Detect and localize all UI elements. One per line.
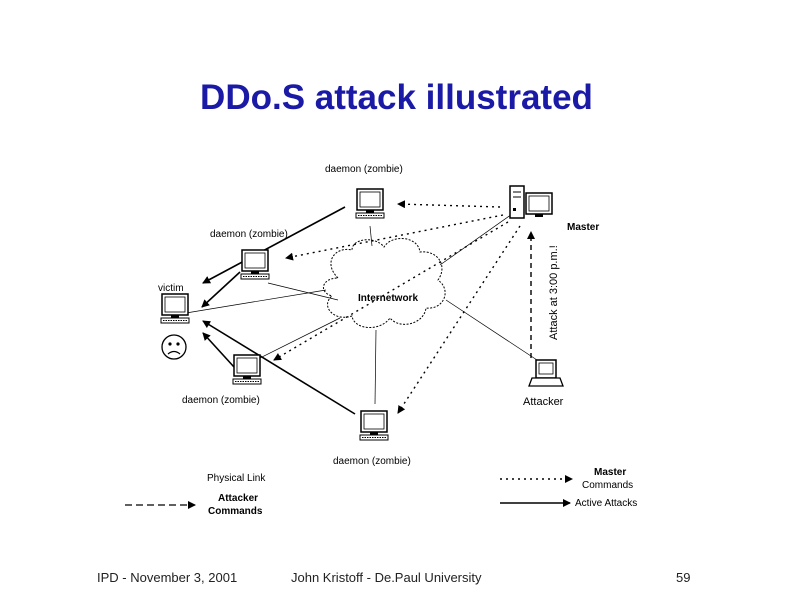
legend-active-attacks-label: Active Attacks: [575, 498, 637, 509]
zombie-lower-left-computer-icon: [232, 354, 262, 385]
victim-label: victim: [158, 283, 184, 294]
page-number: 59: [676, 570, 691, 585]
master-computer-icon: [509, 185, 553, 219]
legend-attacker-commands-label-1: Attacker: [218, 493, 258, 504]
attacker-laptop-icon: [528, 359, 564, 387]
internetwork-label: Internetwork: [358, 293, 418, 304]
zombie-lower-left-label: daemon (zombie): [182, 395, 260, 406]
zombie-bottom-computer-icon: [359, 410, 389, 441]
legend: Physical Link Attacker Commands Master C…: [125, 467, 637, 517]
zombie-left-label: daemon (zombie): [210, 229, 288, 240]
active-attacks: [201, 206, 356, 415]
footer-date: IPD - November 3, 2001: [97, 570, 238, 585]
slide-title: DDo.S attack illustrated: [200, 78, 593, 117]
master-label: Master: [567, 222, 599, 233]
victim-computer-icon: [160, 293, 190, 324]
attacker-label: Attacker: [523, 396, 564, 408]
footer-author: John Kristoff - De.Paul University: [291, 570, 482, 585]
legend-attacker-commands-label-2: Commands: [208, 506, 263, 517]
internetwork-cloud: Internetwork: [323, 238, 446, 328]
master-commands: [273, 200, 521, 414]
attack-time-annotation: Attack at 3:00 p.m.!: [548, 245, 560, 340]
legend-master-commands-label-2: Commands: [582, 480, 633, 491]
zombie-left-computer-icon: [240, 249, 270, 280]
zombie-bottom-label: daemon (zombie): [333, 456, 411, 467]
legend-master-commands-label-1: Master: [594, 467, 626, 478]
zombie-top-label: daemon (zombie): [325, 164, 403, 175]
zombie-top-computer-icon: [355, 188, 385, 219]
sad-face-icon: [161, 334, 187, 360]
physical-links: [185, 211, 538, 405]
legend-physical-link-label: Physical Link: [207, 473, 266, 484]
